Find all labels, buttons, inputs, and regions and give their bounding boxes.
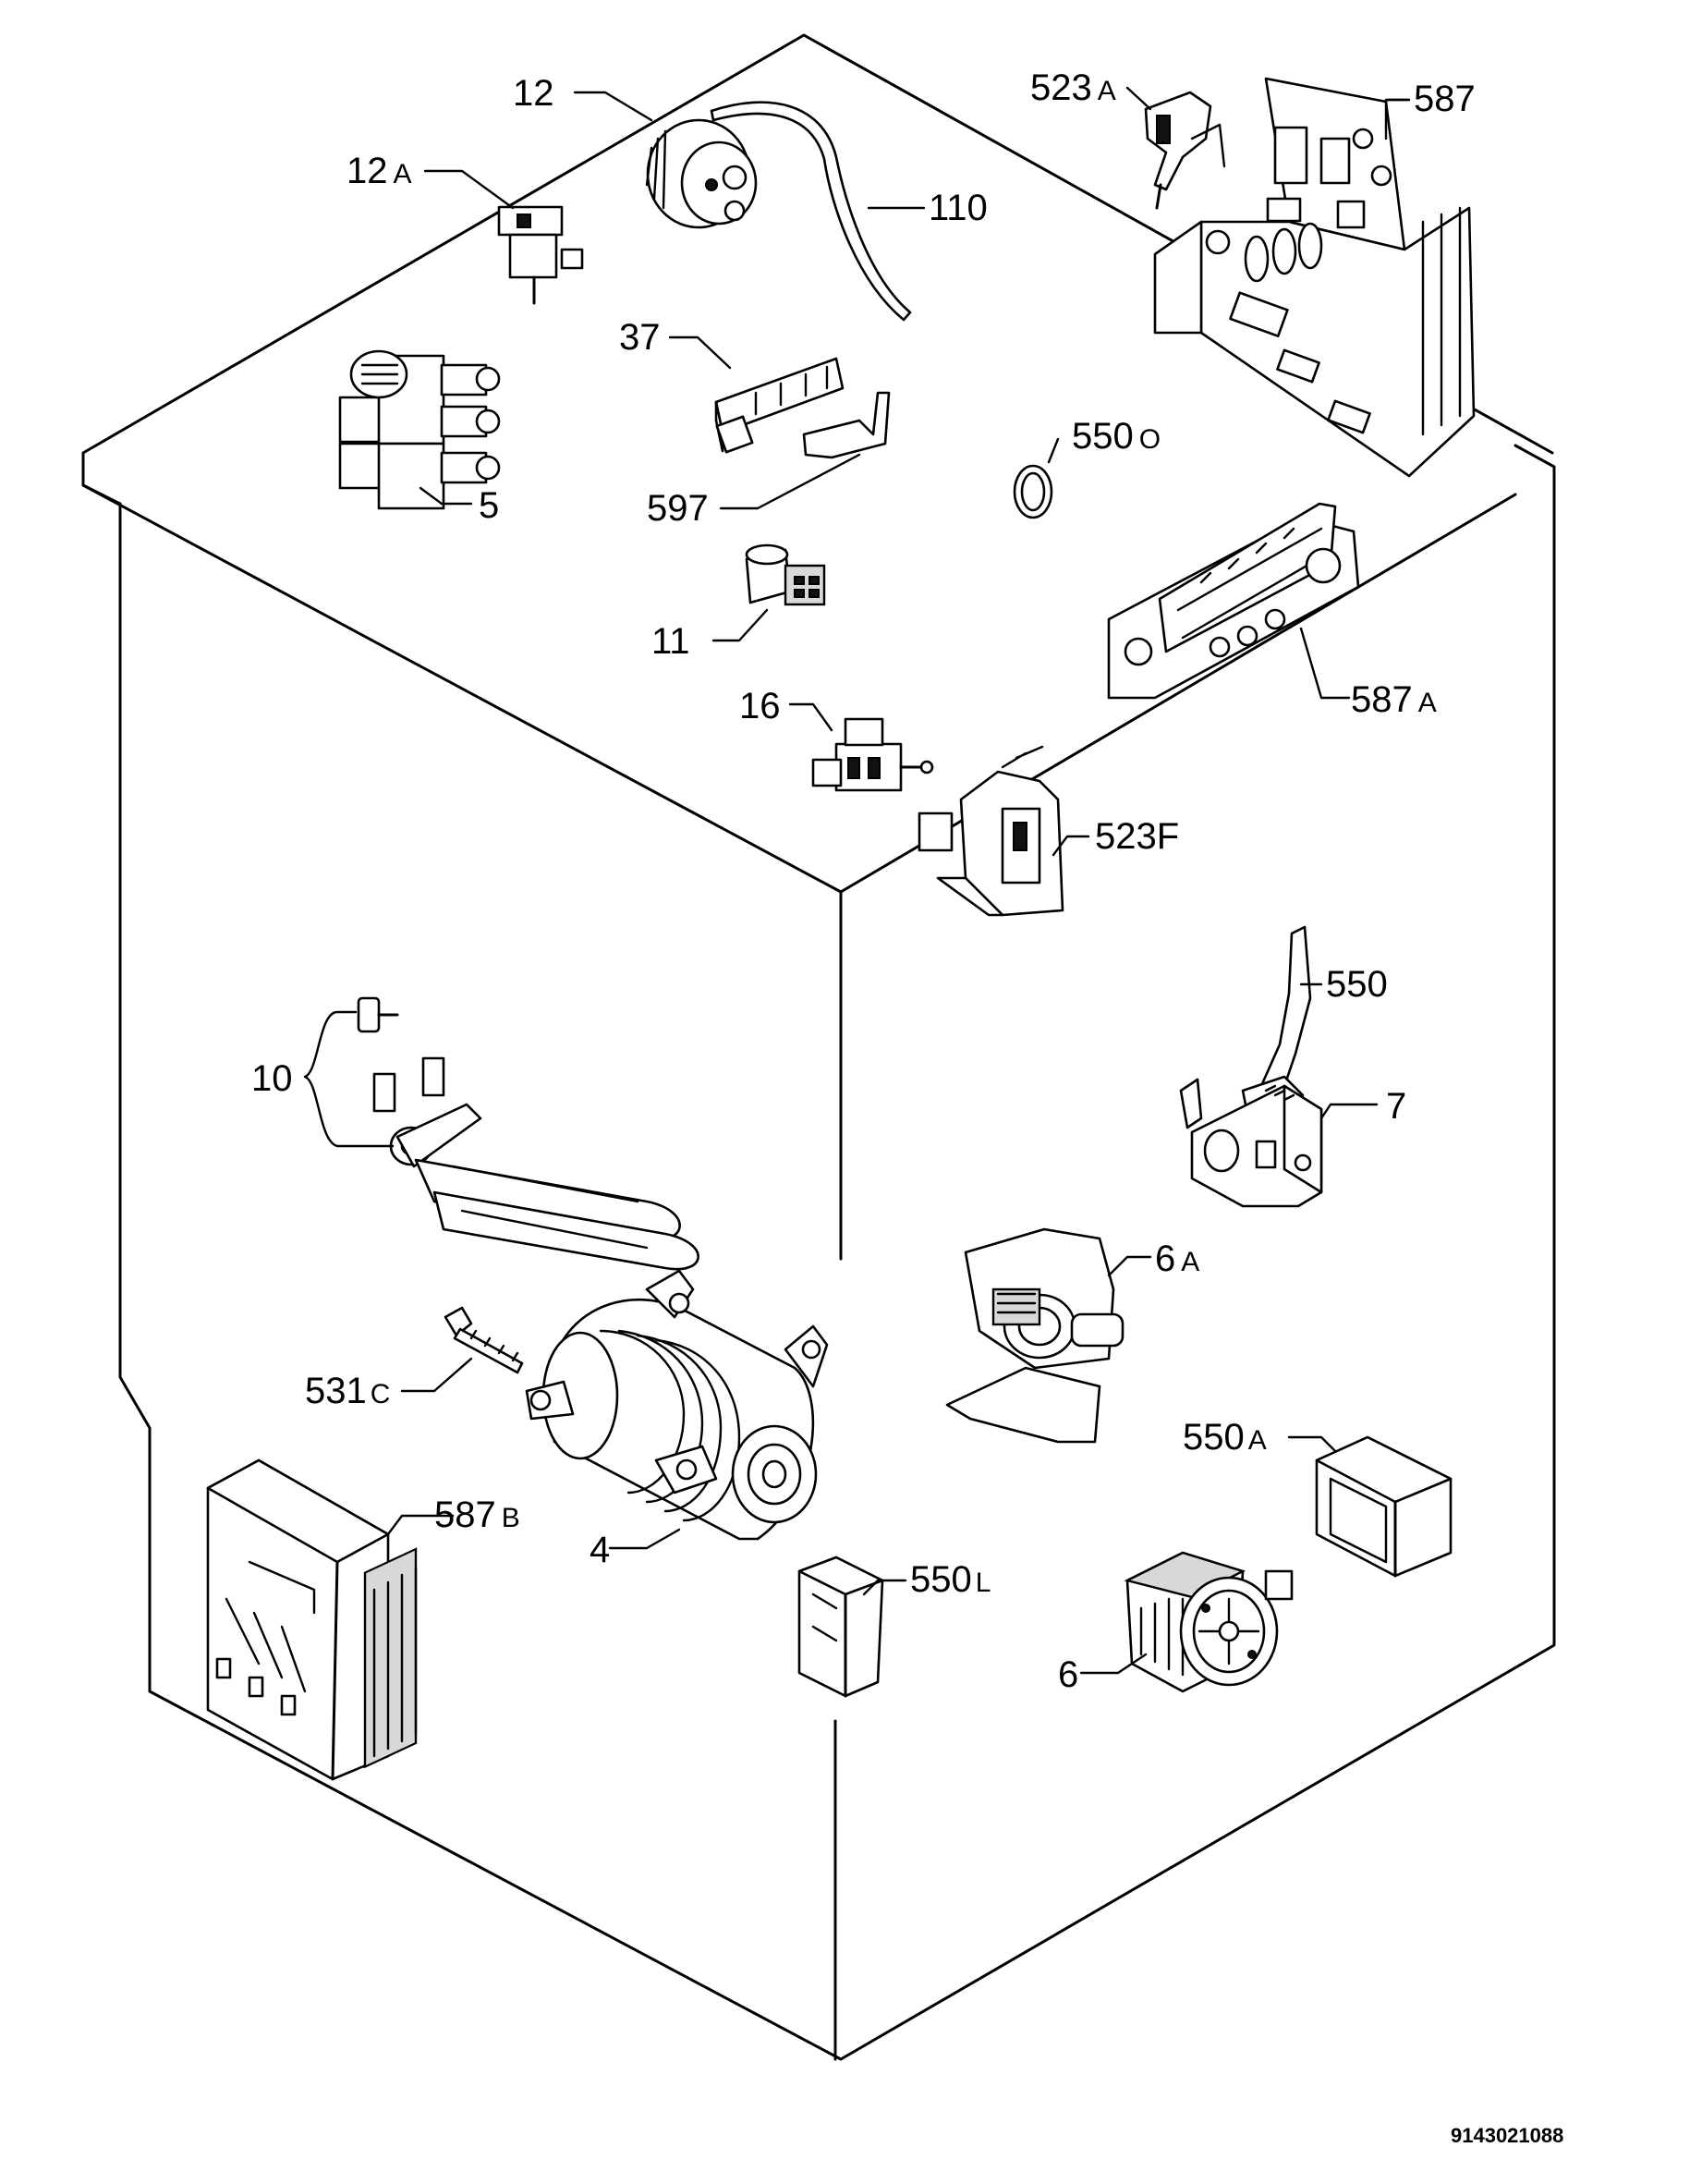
label-12: 12 [513,73,554,114]
part-5-inlet-valve [338,349,501,510]
label-4: 4 [590,1530,610,1570]
diagram-reference-code: 9143021088 [1451,2124,1563,2147]
label-37: 37 [619,317,661,358]
part-12-pressure-switch [645,118,758,229]
part-12a-pressure-switch [497,205,584,305]
part-587a-display-panel [1107,502,1360,700]
part-523f-door-interlock [918,745,1064,917]
label-597: 597 [647,488,709,529]
part-110-hose [710,101,912,322]
label-6: 6 [1058,1654,1078,1695]
part-550a-cover [1315,1435,1453,1578]
label-523f: 523F [1095,816,1179,857]
part-523a-lamp-holder [1144,91,1226,210]
part-10-heater [357,996,699,1271]
leader-lines [303,86,1411,1675]
label-10: 10 [251,1058,293,1099]
part-6-pump-motor [1124,1551,1294,1693]
part-550l-clip [797,1556,884,1698]
part-4-motor [525,1269,829,1541]
label-16: 16 [739,686,781,726]
part-7-door-lock [1179,1078,1323,1208]
label-11: 11 [651,621,690,662]
part-16-switch [811,717,934,792]
part-6a-drain-pump [945,1227,1125,1444]
part-597-clip [802,391,891,459]
part-37-terminal-block [714,357,845,454]
label-5: 5 [479,485,499,526]
part-587-control-module [1153,77,1476,478]
label-7: 7 [1386,1086,1406,1127]
label-550: 550 [1326,964,1388,1005]
label-110: 110 [929,188,988,228]
label-587: 587 [1414,79,1476,119]
part-11-capacitor [745,543,826,606]
part-531c-bolt [444,1306,524,1374]
part-550o-o-ring [1013,464,1053,519]
part-587b-module [206,1458,418,1781]
